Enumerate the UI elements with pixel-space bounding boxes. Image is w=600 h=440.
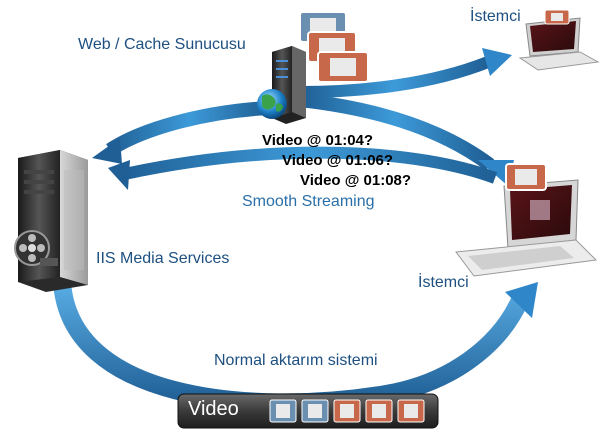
film-reel-icon [14, 230, 58, 266]
smooth-streaming-label: Smooth Streaming [242, 193, 375, 210]
web-cache-server-label: Web / Cache Sunucusu [78, 36, 246, 53]
cache-to-top-client-arrow [299, 48, 512, 98]
laptop-icon [518, 9, 600, 71]
normal-transfer-arrow [53, 273, 538, 412]
video-frame-icon [269, 399, 425, 423]
globe-icon [257, 89, 287, 119]
laptop-icon-bottom [455, 163, 598, 277]
cache-to-iis-arrow [92, 101, 269, 164]
normal-transfer-label: Normal aktarım sistemi [214, 352, 378, 369]
video-bar [177, 393, 439, 429]
request-label-2: Video @ 01:06? [282, 152, 394, 169]
video-bar-label: Video [188, 398, 239, 420]
request-label-1: Video @ 01:04? [262, 132, 374, 149]
cache-video-frames [299, 11, 369, 83]
client-bottom-label: İstemci [418, 274, 469, 291]
client-request-arrow [108, 146, 498, 190]
iis-media-services-label: IIS Media Services [96, 250, 230, 267]
client-top-label: İstemci [470, 8, 521, 25]
tower-server-icon [18, 150, 88, 292]
request-label-3: Video @ 01:08? [300, 172, 412, 189]
